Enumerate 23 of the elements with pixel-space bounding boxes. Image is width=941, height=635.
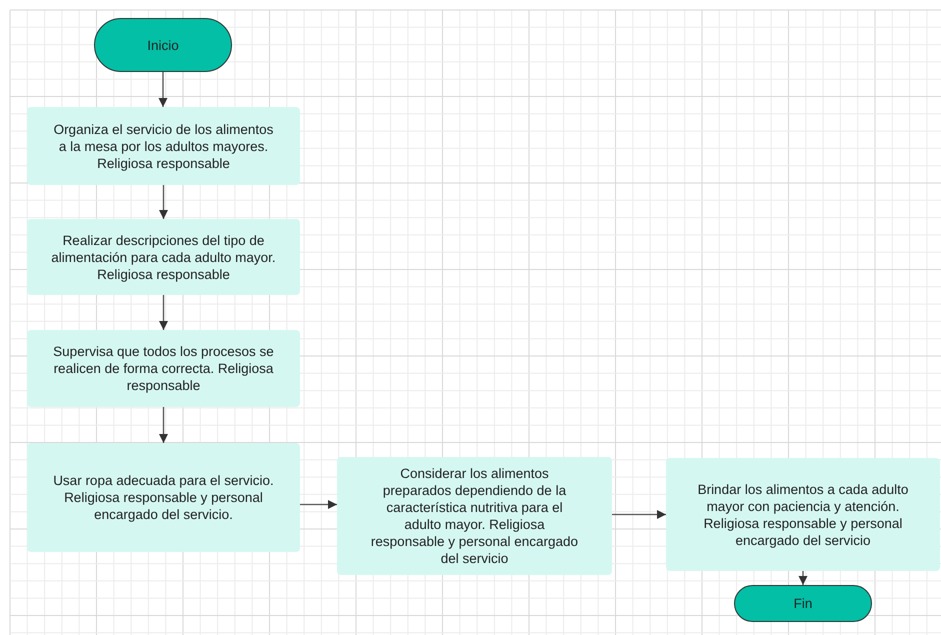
node-text: Usar ropa adecuada para el servicio. Religiosa responsable y personal encargado del servicio. (52, 472, 275, 523)
terminal-shape (94, 18, 232, 72)
arrow (158, 72, 168, 107)
node-text: Considerar los alimentos preparados dependiendo de la característica nutritiva para el adulto mayor. Religiosa responsable y personal encargado del servicio (370, 465, 580, 567)
arrow (612, 510, 666, 519)
arrow (300, 500, 337, 509)
node-text: Realizar descripciones del tipo de alimentación para cada adulto mayor. Religiosa responsable (51, 232, 276, 282)
arrow (159, 185, 168, 219)
process-box (27, 219, 300, 295)
node-text: Supervisa que todos los procesos se realicen de forma correcta. Religiosa responsable (52, 343, 275, 394)
node-text: Organiza el servicio de los alimentos a la mesa por los adultos mayores. Religiosa responsable (52, 120, 274, 172)
arrow (159, 295, 168, 330)
process-box (27, 443, 300, 552)
node-text: Fin (794, 595, 812, 612)
terminal-shape (734, 585, 872, 622)
process-box (27, 330, 300, 407)
process-box (27, 107, 300, 185)
node-text: Inicio (147, 36, 179, 54)
process-box (337, 457, 612, 575)
process-box (666, 458, 940, 571)
arrow (159, 407, 168, 443)
node-text: Brindar los alimentos a cada adulto mayor con paciencia y atención. Religiosa responsable y personal encargado del servicio (696, 480, 910, 548)
arrow (798, 571, 808, 585)
